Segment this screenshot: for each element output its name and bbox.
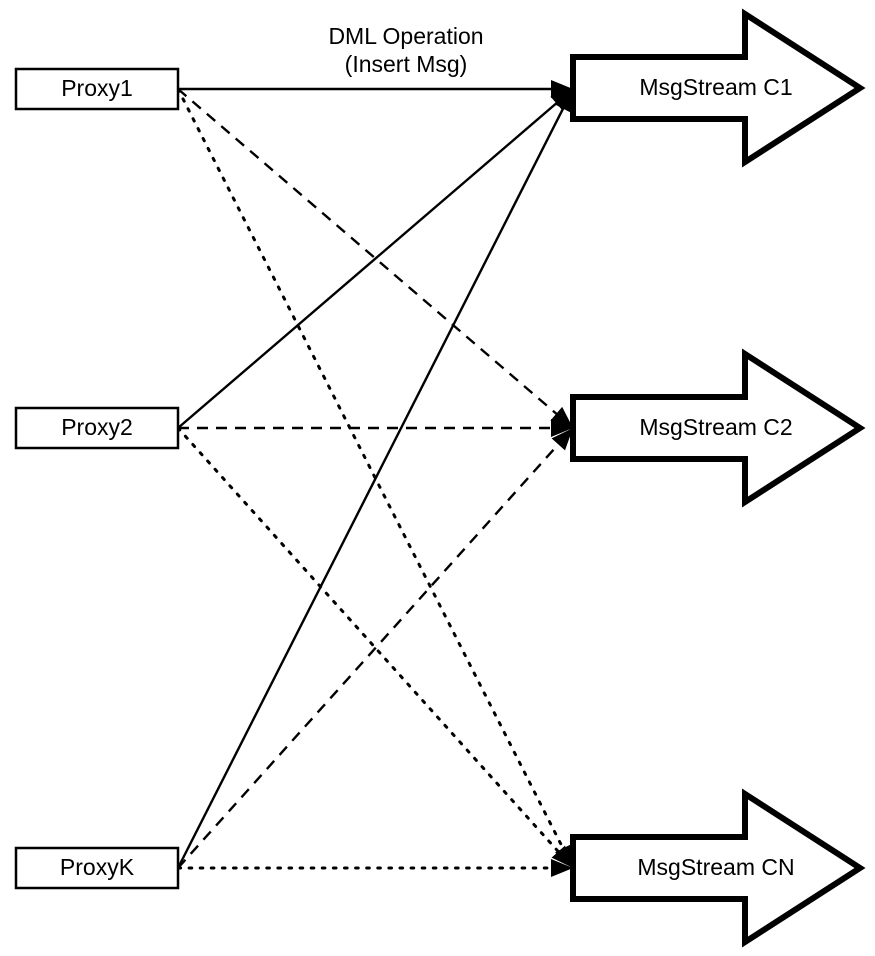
link-proxyk-to-c1 bbox=[176, 99, 569, 869]
link-proxy2-to-c1 bbox=[177, 95, 565, 429]
edge-label-dml-operation: DML Operation (Insert Msg) bbox=[328, 23, 483, 77]
link-proxyk-to-c2 bbox=[177, 436, 566, 869]
stream-node-stream-cn[interactable]: MsgStream CN bbox=[570, 788, 866, 948]
arrow-head-proxyk-to-cn bbox=[551, 859, 573, 877]
stream-arrow-shape bbox=[570, 348, 866, 508]
arrow-head-proxyk-to-c1 bbox=[555, 89, 573, 113]
link-proxy1-to-c2 bbox=[177, 88, 565, 422]
arrow-head-proxy1-to-c1 bbox=[551, 80, 573, 98]
proxy-node-proxy1[interactable]: Proxy1 bbox=[14, 67, 180, 111]
stream-node-stream-c2[interactable]: MsgStream C2 bbox=[570, 348, 866, 508]
stream-label: MsgStream CN bbox=[637, 854, 794, 880]
stream-label: MsgStream C2 bbox=[639, 414, 792, 440]
proxy-box bbox=[14, 846, 180, 890]
links-layer bbox=[176, 87, 570, 870]
arrow-head-proxy2-to-cn bbox=[551, 845, 573, 868]
proxy-box bbox=[14, 406, 180, 450]
proxy-label: Proxy2 bbox=[61, 414, 133, 440]
streams-layer: MsgStream C1 MsgStream C2 MsgStream CN bbox=[570, 8, 866, 948]
stream-node-stream-c1[interactable]: MsgStream C1 bbox=[570, 8, 866, 168]
link-proxy1-to-cn bbox=[176, 87, 570, 859]
proxy-node-proxy2[interactable]: Proxy2 bbox=[14, 406, 180, 450]
stream-label: MsgStream C1 bbox=[639, 74, 792, 100]
arrow-head-proxy2-to-c2 bbox=[551, 419, 573, 437]
link-proxy2-to-cn bbox=[176, 426, 567, 861]
proxy-box bbox=[14, 67, 180, 111]
edge-label-line2: (Insert Msg) bbox=[345, 51, 468, 77]
arrow-head-proxyk-to-c2 bbox=[551, 428, 573, 451]
stream-arrow-shape bbox=[570, 8, 866, 168]
arrowheads-layer bbox=[550, 80, 573, 877]
proxy-label: ProxyK bbox=[60, 854, 135, 880]
stream-arrow-shape bbox=[570, 788, 866, 948]
arrow-head-proxy1-to-c2 bbox=[550, 406, 573, 428]
proxy-node-proxyk[interactable]: ProxyK bbox=[14, 846, 180, 890]
edge-label-line1: DML Operation bbox=[328, 23, 483, 49]
proxy-label: Proxy1 bbox=[61, 75, 133, 101]
